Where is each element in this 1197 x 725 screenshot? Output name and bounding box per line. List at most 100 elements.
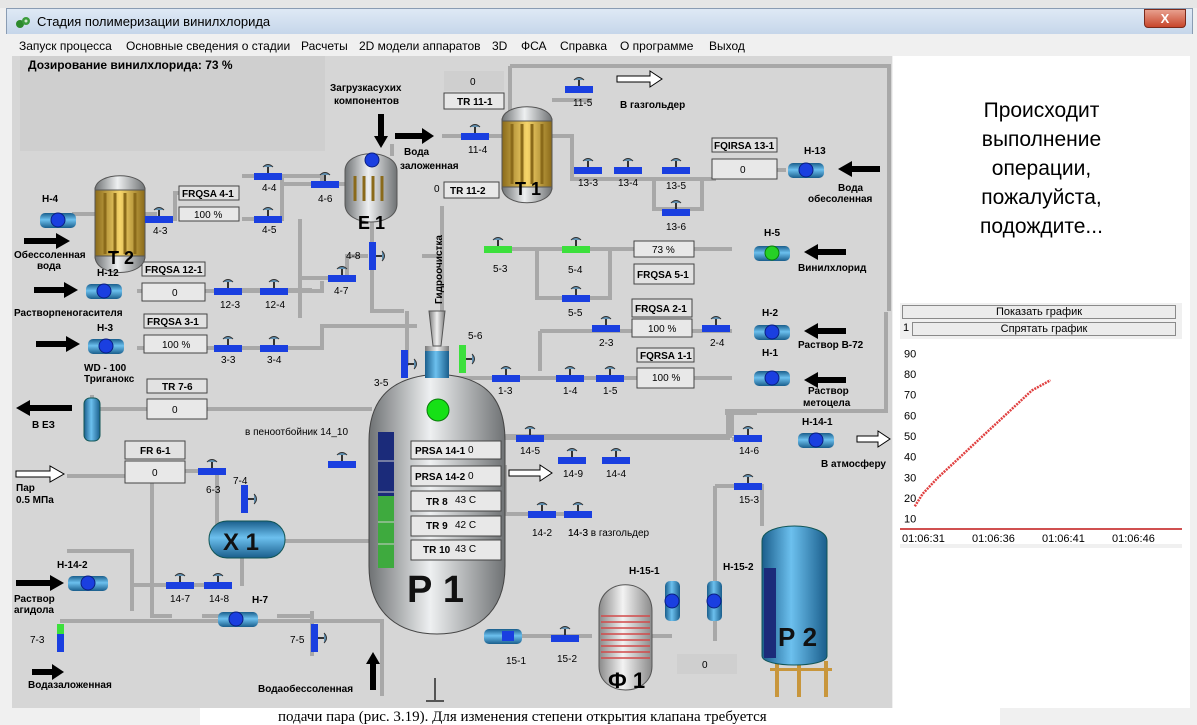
misc-labels: в пеноотбойник 14_10 14-3 в газгольдер 1… <box>245 235 650 539</box>
svg-text:Раствор: Раствор <box>808 386 849 397</box>
menu-3d[interactable]: 3D <box>492 39 508 53</box>
valve-1-5 <box>596 366 624 382</box>
y-tick-label: 60 <box>904 410 916 422</box>
arrow-v-e3 <box>16 400 72 416</box>
svg-text:компонентов: компонентов <box>334 96 399 107</box>
valve-12-4 <box>260 279 288 295</box>
valve-3-4 <box>260 336 288 352</box>
valve-14-5 <box>516 426 544 442</box>
svg-text:Н-7: Н-7 <box>252 595 269 606</box>
filter-output: 0 <box>677 654 737 674</box>
menu-exit[interactable]: Выход <box>709 39 745 53</box>
pump-h14-1 <box>798 432 834 448</box>
svg-text:Е 1: Е 1 <box>358 213 385 233</box>
valve-4-7 <box>328 266 356 282</box>
svg-text:FRQSA 2-1: FRQSA 2-1 <box>635 304 687 315</box>
y-tick-label: 90 <box>904 348 916 360</box>
valve-11-4 <box>461 124 489 140</box>
menu-help[interactable]: Справка <box>560 39 608 53</box>
svg-text:В ЕЗ: В ЕЗ <box>32 420 55 431</box>
svg-text:43 C: 43 C <box>455 544 476 555</box>
menu-calculations[interactable]: Расчеты <box>301 39 348 53</box>
valve-13-5 <box>662 158 690 174</box>
svg-text:Н-3: Н-3 <box>97 323 114 334</box>
svg-text:WD - 100: WD - 100 <box>84 363 127 374</box>
pump-labels: Н-4 Н-12 Н-3 Н-13 Н-5 Н-2 Н-1 Н-14-1 Н-1… <box>42 146 833 606</box>
frqsa-12-1: FRQSA 12-1 0 <box>141 261 206 302</box>
menu-start-process[interactable]: Запуск процесса <box>19 39 112 53</box>
svg-text:42 C: 42 C <box>455 520 476 531</box>
svg-text:вода: вода <box>37 261 61 272</box>
svg-text:FRQSA 12-1: FRQSA 12-1 <box>145 265 203 276</box>
title-bar[interactable]: Стадия полимеризации винилхлорида X <box>6 8 1193 34</box>
svg-text:14-7: 14-7 <box>170 594 190 605</box>
svg-text:14-3: 14-3 <box>568 528 588 539</box>
svg-text:100 %: 100 % <box>652 373 680 384</box>
svg-text:в пеноотбойник 14_10: в пеноотбойник 14_10 <box>245 426 348 438</box>
menu-fsa[interactable]: ФСА <box>521 39 547 53</box>
menu-stage-info[interactable]: Основные сведения о стадии <box>126 39 291 53</box>
svg-text:Н-4: Н-4 <box>42 194 59 205</box>
svg-text:Н-1: Н-1 <box>762 348 779 359</box>
fqrsa-1-1: FQRSA 1-1 100 % <box>636 347 695 389</box>
svg-text:7-3: 7-3 <box>30 635 45 646</box>
svg-text:TR 7-6: TR 7-6 <box>162 382 193 393</box>
svg-text:11-5: 11-5 <box>573 98 593 109</box>
arrow-par <box>15 465 66 483</box>
svg-text:3-4: 3-4 <box>267 355 282 366</box>
tr-7-6: TR 7-6 0 <box>146 378 208 420</box>
svg-text:100 %: 100 % <box>648 324 676 335</box>
svg-text:Раствор В-72: Раствор В-72 <box>798 340 864 351</box>
pump-h2 <box>754 324 790 340</box>
svg-text:TR 10: TR 10 <box>423 545 451 556</box>
y-tick-label: 70 <box>904 390 916 402</box>
svg-text:Н-14-2: Н-14-2 <box>57 560 88 571</box>
show-chart-button[interactable]: Показать график <box>902 305 1176 319</box>
svg-text:14-6: 14-6 <box>739 446 759 457</box>
arrow-wd100 <box>36 336 80 352</box>
svg-text:Н-5: Н-5 <box>764 228 781 239</box>
reactor-instruments: PRSA 14-1 0 PRSA 14-2 0 TR 8 43 C TR 9 4… <box>410 440 502 561</box>
hide-chart-button[interactable]: Спрятать график <box>912 322 1176 336</box>
reactor-label: Р 1 <box>407 569 464 611</box>
svg-text:12-3: 12-3 <box>220 300 240 311</box>
valve-12-3 <box>214 279 242 295</box>
svg-text:2-4: 2-4 <box>710 338 725 349</box>
wait-message: Происходит выполнение операции, пожалуйс… <box>893 96 1190 241</box>
x-tick-label: 01:06:46 <box>1112 533 1155 544</box>
close-icon: X <box>1160 11 1170 26</box>
valves[interactable] <box>57 77 762 653</box>
valve-4-4 <box>254 164 282 180</box>
menu-about[interactable]: О программе <box>620 39 694 53</box>
svg-text:13-5: 13-5 <box>666 181 686 192</box>
svg-text:Х 1: Х 1 <box>223 529 259 556</box>
svg-text:Вода: Вода <box>838 183 864 194</box>
frqsa-5-1: 73 % FRQSA 5-1 <box>633 240 695 285</box>
svg-text:13-6: 13-6 <box>666 222 686 233</box>
svg-text:TR 8: TR 8 <box>426 497 448 508</box>
svg-text:13-4: 13-4 <box>618 178 638 189</box>
arrow-agidol <box>16 575 64 591</box>
menu-2d-models[interactable]: 2D модели аппаратов <box>359 39 481 53</box>
wait-message-line: пожалуйста, <box>981 186 1102 209</box>
svg-text:Ф 1: Ф 1 <box>608 668 645 693</box>
valve-2-4 <box>702 316 730 332</box>
arrow-voda-obes-bottom <box>366 652 380 690</box>
valve-14-7 <box>166 573 194 589</box>
svg-text:6-3: 6-3 <box>206 485 221 496</box>
svg-text:15-2: 15-2 <box>557 654 577 665</box>
close-button[interactable]: X <box>1144 9 1186 28</box>
svg-text:Растворпеногасителя: Растворпеногасителя <box>14 308 123 319</box>
pump-h1 <box>754 370 790 386</box>
arrow-zagruz <box>374 114 388 148</box>
document-text-line: подачи пара (рис. 3.19). Для изменения с… <box>278 709 767 725</box>
pump-h4 <box>40 212 76 228</box>
pump-h7 <box>218 611 258 627</box>
right-panel: Происходит выполнение операции, пожалуйс… <box>893 56 1190 708</box>
valve-4-8 <box>369 242 385 270</box>
svg-text:43 C: 43 C <box>455 495 476 506</box>
valve-labels: 4-3 4-4 4-5 4-6 4-7 4-8 12-3 12-4 3-3 3-… <box>30 98 759 667</box>
svg-text:FQIRSA 13-1: FQIRSA 13-1 <box>714 141 775 152</box>
svg-text:0.5 МПа: 0.5 МПа <box>16 495 54 506</box>
pump-h15-2 <box>706 581 722 621</box>
